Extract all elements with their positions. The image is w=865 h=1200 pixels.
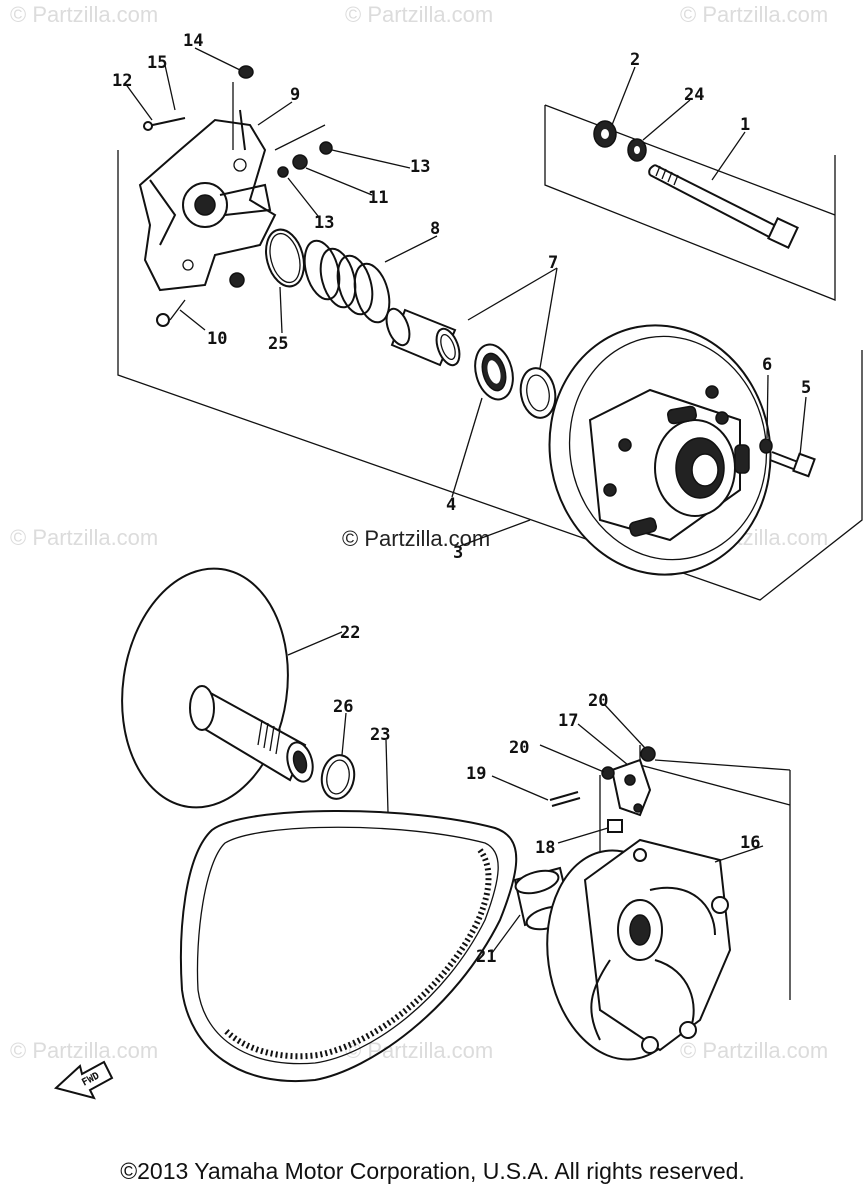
part-3-sliding-sheave: [548, 324, 772, 576]
callout-14: 14: [183, 31, 203, 51]
callout-26: 26: [333, 697, 353, 717]
callout-19: 19: [466, 764, 486, 784]
callout-1: 1: [740, 115, 750, 135]
callout-20: 20: [588, 691, 608, 711]
part-26-ring: [320, 754, 356, 800]
part-2-washer: [593, 120, 617, 148]
part-23-drive-belt: [179, 810, 518, 1082]
callout-25: 25: [268, 334, 288, 354]
watermark: © Partzilla.com: [10, 1038, 158, 1063]
part-16-cam-plate: [546, 838, 732, 1061]
primary-sheave-frame: [117, 104, 863, 601]
watermark: © Partzilla.com: [680, 2, 828, 27]
callout-18: 18: [535, 838, 555, 858]
leader-lines: [124, 47, 807, 954]
part-7-sleeve: [385, 307, 461, 367]
part-1-bolt: [648, 164, 799, 249]
part-8-spring: [303, 239, 391, 324]
callout-labels: 1 2 3 4 5 6 7 8 9 10 11 12 13 13 14 15 1…: [112, 31, 811, 967]
part-22-fixed-sheave: [121, 567, 314, 809]
part-13-nut: [319, 141, 333, 155]
watermark: © Partzilla.com: [680, 1038, 828, 1063]
part-6-washer: [759, 438, 773, 454]
callout-21: 21: [476, 947, 496, 967]
part-7-bushing: [519, 367, 557, 419]
callout-22: 22: [340, 623, 360, 643]
watermark-center: © Partzilla.com: [342, 526, 490, 551]
small-fasteners: [143, 65, 333, 327]
callout-20: 20: [509, 738, 529, 758]
callout-13: 13: [410, 157, 430, 177]
part-10-nut: [156, 313, 170, 327]
callout-4: 4: [446, 495, 456, 515]
callout-2: 2: [630, 50, 640, 70]
callout-3: 3: [453, 543, 463, 563]
callout-13: 13: [314, 213, 334, 233]
copyright-notice: ©2013 Yamaha Motor Corporation, U.S.A. A…: [120, 1158, 745, 1184]
callout-7: 7: [548, 253, 558, 273]
callout-23: 23: [370, 725, 390, 745]
part-4-bushing: [474, 343, 514, 401]
part-25-ring: [265, 228, 305, 288]
part-20-nut: [601, 746, 656, 780]
callout-24: 24: [684, 85, 704, 105]
part-5-bolt: [769, 451, 816, 478]
callout-10: 10: [207, 329, 227, 349]
watermark: © Partzilla.com: [10, 525, 158, 550]
part-11-collar: [292, 154, 308, 170]
part-24-washer: [627, 138, 647, 162]
part-19-pin: [549, 791, 581, 807]
part-17-weight: [610, 758, 652, 817]
callout-6: 6: [762, 355, 772, 375]
part-9-spider: [138, 82, 277, 292]
part-14-nut: [238, 65, 254, 79]
callout-15: 15: [147, 53, 167, 73]
part-13-nut: [277, 166, 289, 178]
part-18-bolt: [607, 819, 623, 833]
part-10-nut: [229, 272, 245, 288]
watermark: © Partzilla.com: [345, 2, 493, 27]
callout-17: 17: [558, 711, 578, 731]
callout-5: 5: [801, 378, 811, 398]
callout-8: 8: [430, 219, 440, 239]
callout-12: 12: [112, 71, 132, 91]
fwd-arrow-icon: FWD: [53, 1060, 114, 1100]
callout-16: 16: [740, 833, 760, 853]
callout-9: 9: [290, 85, 300, 105]
callout-11: 11: [368, 188, 388, 208]
watermark: © Partzilla.com: [10, 2, 158, 27]
part-12-bolt: [147, 117, 186, 127]
